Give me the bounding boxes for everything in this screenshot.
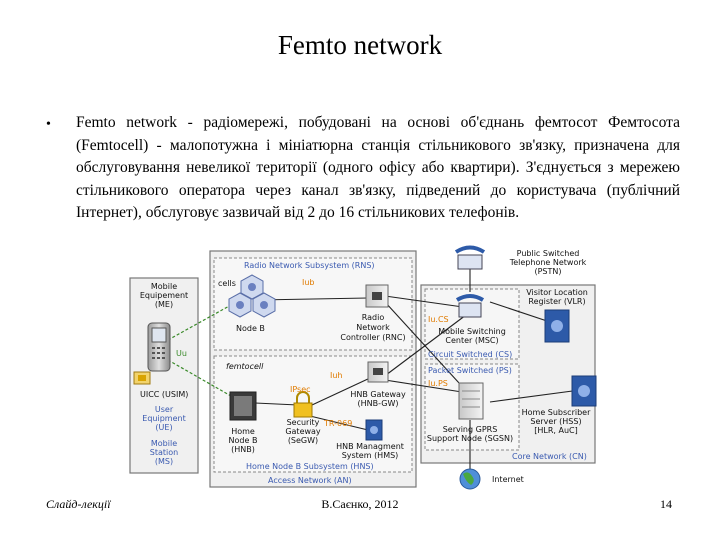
- sgsn-server-icon: [458, 382, 484, 420]
- ue-label-2: Equipment: [142, 414, 185, 423]
- iups-label: Iu.PS: [428, 379, 448, 388]
- link-uu-hnb: [167, 359, 239, 401]
- hss-label-2: Server (HSS): [530, 417, 581, 426]
- link-hnbgw-msc: [381, 311, 471, 379]
- msc-label-1: Mobile Switching: [438, 327, 506, 336]
- hnb-label-2: Node B: [229, 436, 258, 445]
- pstn-label-1: Public Switched: [517, 249, 580, 258]
- ms-label-2: Station: [150, 448, 178, 457]
- segw-label-1: Security: [287, 418, 320, 427]
- ue-label-1: User: [155, 405, 174, 414]
- tr069-label: TR-069: [323, 419, 352, 428]
- me-label-1: Mobile: [151, 282, 177, 291]
- cells-label: cells: [218, 279, 236, 288]
- ps-label: Packet Switched (PS): [428, 366, 512, 375]
- link-msc-vlr: [489, 301, 551, 323]
- internet-label: Internet: [492, 475, 524, 484]
- hss-label-1: Home Subscriber: [522, 408, 591, 417]
- cn-label: Core Network (CN): [512, 452, 587, 461]
- page-number: 14: [660, 497, 672, 511]
- pstn-phone-icon: [454, 245, 486, 270]
- hnbgw-icon: [367, 361, 389, 383]
- hnb-device-icon: [229, 391, 257, 421]
- sgsn-label-1: Serving GPRS: [443, 425, 498, 434]
- rnc-label-1: Radio: [362, 313, 385, 322]
- cells-icon: [228, 274, 276, 318]
- rnc-icon: [365, 284, 389, 308]
- hns-label: Home Node B Subsystem (HNS): [246, 462, 374, 471]
- usim-card-icon: [133, 371, 151, 385]
- slide-title: Femto network: [277, 30, 443, 60]
- segw-label-3: (SeGW): [288, 436, 318, 445]
- hnb-label-3: (HNB): [231, 445, 255, 454]
- vlr-label-1: Visitor Location: [526, 288, 588, 297]
- mobile-phone-icon: [147, 322, 171, 372]
- me-label-3: (ME): [155, 300, 173, 309]
- rnc-label-3: Controller (RNC): [340, 333, 405, 342]
- node-b-label: Node B: [236, 324, 265, 333]
- bullet-text: Femto network - радіомережі, побудовані …: [76, 114, 680, 222]
- internet-globe-icon: [459, 468, 481, 490]
- hss-label-3: [HLR, AuC]: [534, 426, 578, 435]
- iub-label: Iub: [302, 278, 315, 287]
- femtocell-label: femtocell: [226, 362, 264, 371]
- link-sgsn-hss: [489, 389, 581, 403]
- iucs-label: Iu.CS: [428, 315, 449, 324]
- circuit-switched-box: [424, 288, 520, 360]
- link-segw-hms: [309, 415, 369, 431]
- msc-phone-icon: [455, 294, 485, 318]
- link-uu-nodeb: [167, 299, 241, 341]
- hms-label-2: System (HMS): [342, 451, 399, 460]
- network-links: [254, 265, 581, 470]
- link-iucs: [384, 295, 471, 309]
- uu-label: Uu: [176, 349, 187, 358]
- vlr-label-2: Register (VLR): [528, 297, 585, 306]
- padlock-icon: [293, 391, 313, 418]
- pstn-label-3: (PSTN): [534, 267, 561, 276]
- me-label-2: Equipement: [140, 291, 188, 300]
- bullet-marker: •: [46, 117, 51, 132]
- hms-icon: [365, 419, 383, 441]
- sgsn-label-2: Support Node (SGSN): [427, 434, 513, 443]
- msc-label-2: Center (MSC): [445, 336, 498, 345]
- black-labels: cells Node B Radio Network Controller (R…: [140, 249, 591, 484]
- blue-labels: Radio Network Subsystem (RNS) Home Node …: [142, 261, 587, 485]
- ue-label-3: (UE): [155, 423, 172, 432]
- ms-label-1: Mobile: [151, 439, 177, 448]
- ipsec-label: IPsec: [290, 385, 311, 394]
- hnbgw-label-2: (HNB-GW): [357, 399, 398, 408]
- hnb-label-1: Home: [231, 427, 255, 436]
- usim-label: UICC (USIM): [140, 390, 188, 399]
- link-hnbgw-sgsn: [384, 379, 463, 393]
- footer-left: Слайд-лекції: [46, 497, 111, 511]
- footer-center: В.Саєнко, 2012: [321, 497, 399, 511]
- segw-label-2: Gateway: [285, 427, 321, 436]
- rns-label: Radio Network Subsystem (RNS): [244, 261, 375, 270]
- iuh-label: Iuh: [330, 371, 343, 380]
- link-iups-rnc: [384, 301, 471, 396]
- link-hnb-segw: [254, 402, 299, 406]
- hms-label-1: HNB Managment: [336, 442, 404, 451]
- pstn-label-2: Telephone Network: [509, 258, 587, 267]
- link-segw-hnbgw: [311, 377, 371, 406]
- radio-labels: Uu: [176, 349, 187, 358]
- hnbgw-label-1: HNB Gateway: [350, 390, 406, 399]
- radio-links: [167, 299, 241, 401]
- link-iub: [257, 297, 369, 301]
- ms-label-3: (MS): [155, 457, 173, 466]
- an-label: Access Network (AN): [268, 476, 352, 485]
- vlr-database-icon: [544, 309, 570, 343]
- cs-label: Circuit Switched (CS): [428, 350, 512, 359]
- hss-database-icon: [571, 375, 597, 407]
- rnc-label-2: Network: [356, 323, 390, 332]
- interface-labels: Iub Iu.CS Iuh Iu.PS IPsec TR-069: [290, 278, 449, 428]
